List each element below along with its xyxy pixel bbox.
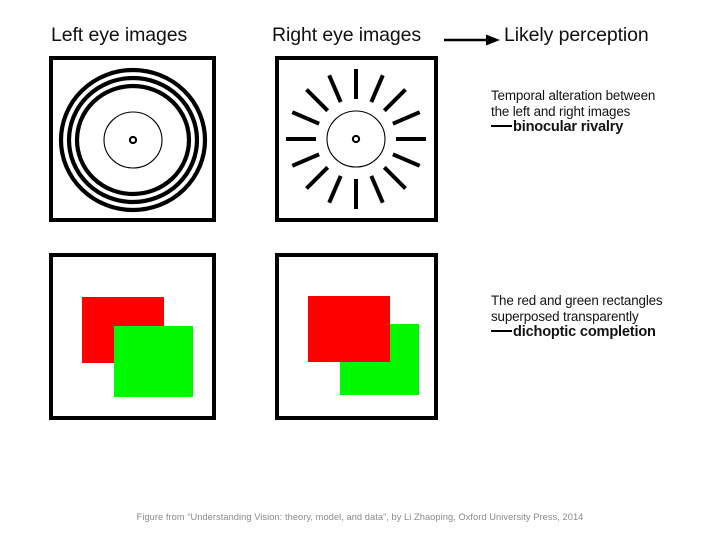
right-eye-rectangles-panel — [275, 253, 438, 420]
right-eye-column-title: Right eye images — [272, 24, 422, 46]
rivalry-conclusion-label: binocular rivalry — [513, 119, 624, 135]
dichoptic-completion-annotation: The red and green rectangles superposed … — [491, 293, 705, 341]
concentric-circles-icon — [58, 67, 208, 213]
right-eye-radial-spokes-panel — [275, 56, 438, 222]
completion-text-line-2: superposed transparently — [491, 308, 639, 324]
radial-spokes-icon — [286, 69, 426, 209]
figure-source-caption: Figure from “Understanding Vision: theor… — [136, 512, 584, 522]
rectangle-stage — [53, 257, 212, 416]
completion-conclusion: dichoptic completion — [491, 324, 705, 341]
red-rectangle — [308, 296, 390, 362]
rivalry-text-line-2: the left and right images — [491, 103, 631, 119]
em-dash-rule — [491, 125, 512, 127]
green-rectangle — [114, 326, 193, 397]
likely-perception-column-title: Likely perception — [504, 24, 649, 46]
binocular-rivalry-annotation: Temporal alteration between the left and… — [491, 88, 705, 136]
rectangle-stage — [279, 257, 434, 416]
left-eye-column-title: Left eye images — [51, 24, 188, 46]
arrow-right-icon — [444, 33, 500, 47]
rivalry-conclusion: binocular rivalry — [491, 119, 705, 136]
column-headers: Left eye images Right eye images Likely … — [0, 24, 720, 56]
rivalry-text-line-1: Temporal alteration between — [491, 88, 656, 103]
completion-text-line-1: The red and green rectangles — [491, 293, 663, 308]
em-dash-rule — [491, 330, 512, 332]
left-eye-concentric-circles-panel — [49, 56, 216, 222]
completion-conclusion-label: dichoptic completion — [513, 324, 656, 340]
left-eye-rectangles-panel — [49, 253, 216, 420]
